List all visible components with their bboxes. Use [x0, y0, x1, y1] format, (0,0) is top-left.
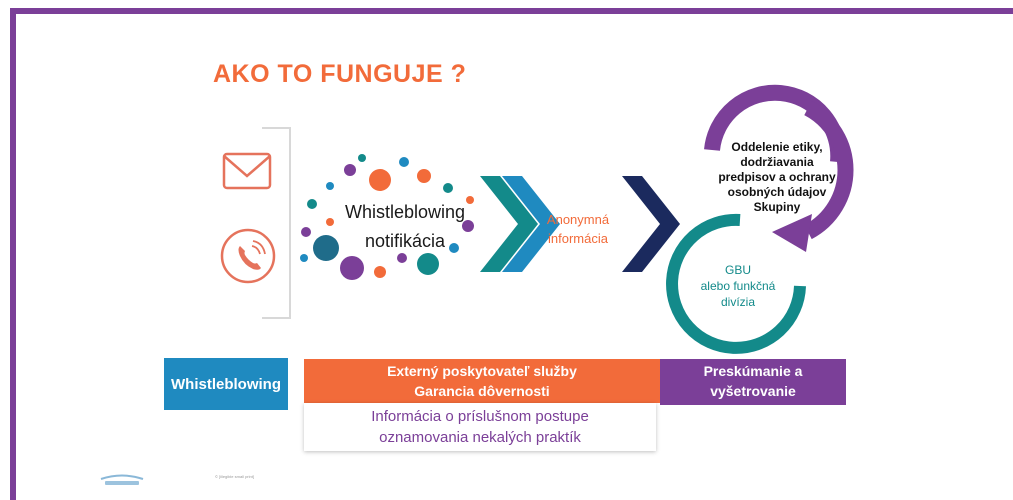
left-border — [10, 8, 16, 500]
top-border — [10, 8, 1013, 14]
footer-text: © [illegible small print] — [215, 474, 254, 479]
chevron-navy — [622, 176, 680, 272]
procedure-info-box: Informácia o príslušnom postupe oznamova… — [304, 403, 656, 451]
review-box: Preskúmanie a vyšetrovanie — [660, 359, 846, 405]
gbu-label: GBU alebo funkčná divízia — [700, 263, 776, 309]
channel-bracket — [262, 127, 291, 319]
chevron-teal — [480, 176, 538, 272]
external-provider-box: Externý poskytovateľ služby Garancia dôv… — [304, 359, 660, 403]
phone-icon — [220, 228, 276, 284]
notification-dots — [300, 154, 474, 280]
teal-ring — [666, 213, 806, 354]
chevron-blue — [502, 176, 560, 272]
whistleblowing-box: Whistleblowing — [164, 358, 288, 410]
company-logo — [100, 474, 144, 485]
envelope-icon — [222, 152, 272, 190]
purple-arrowhead — [772, 214, 812, 252]
slide-title: AKO TO FUNGUJE ? — [213, 60, 467, 88]
anonymous-info-label: Anonymná informácia — [546, 212, 610, 246]
notification-label: Whistleblowing notifikácia — [344, 202, 466, 251]
ethics-department-label: Oddelenie etiky, dodržiavania predpisov … — [718, 140, 836, 214]
